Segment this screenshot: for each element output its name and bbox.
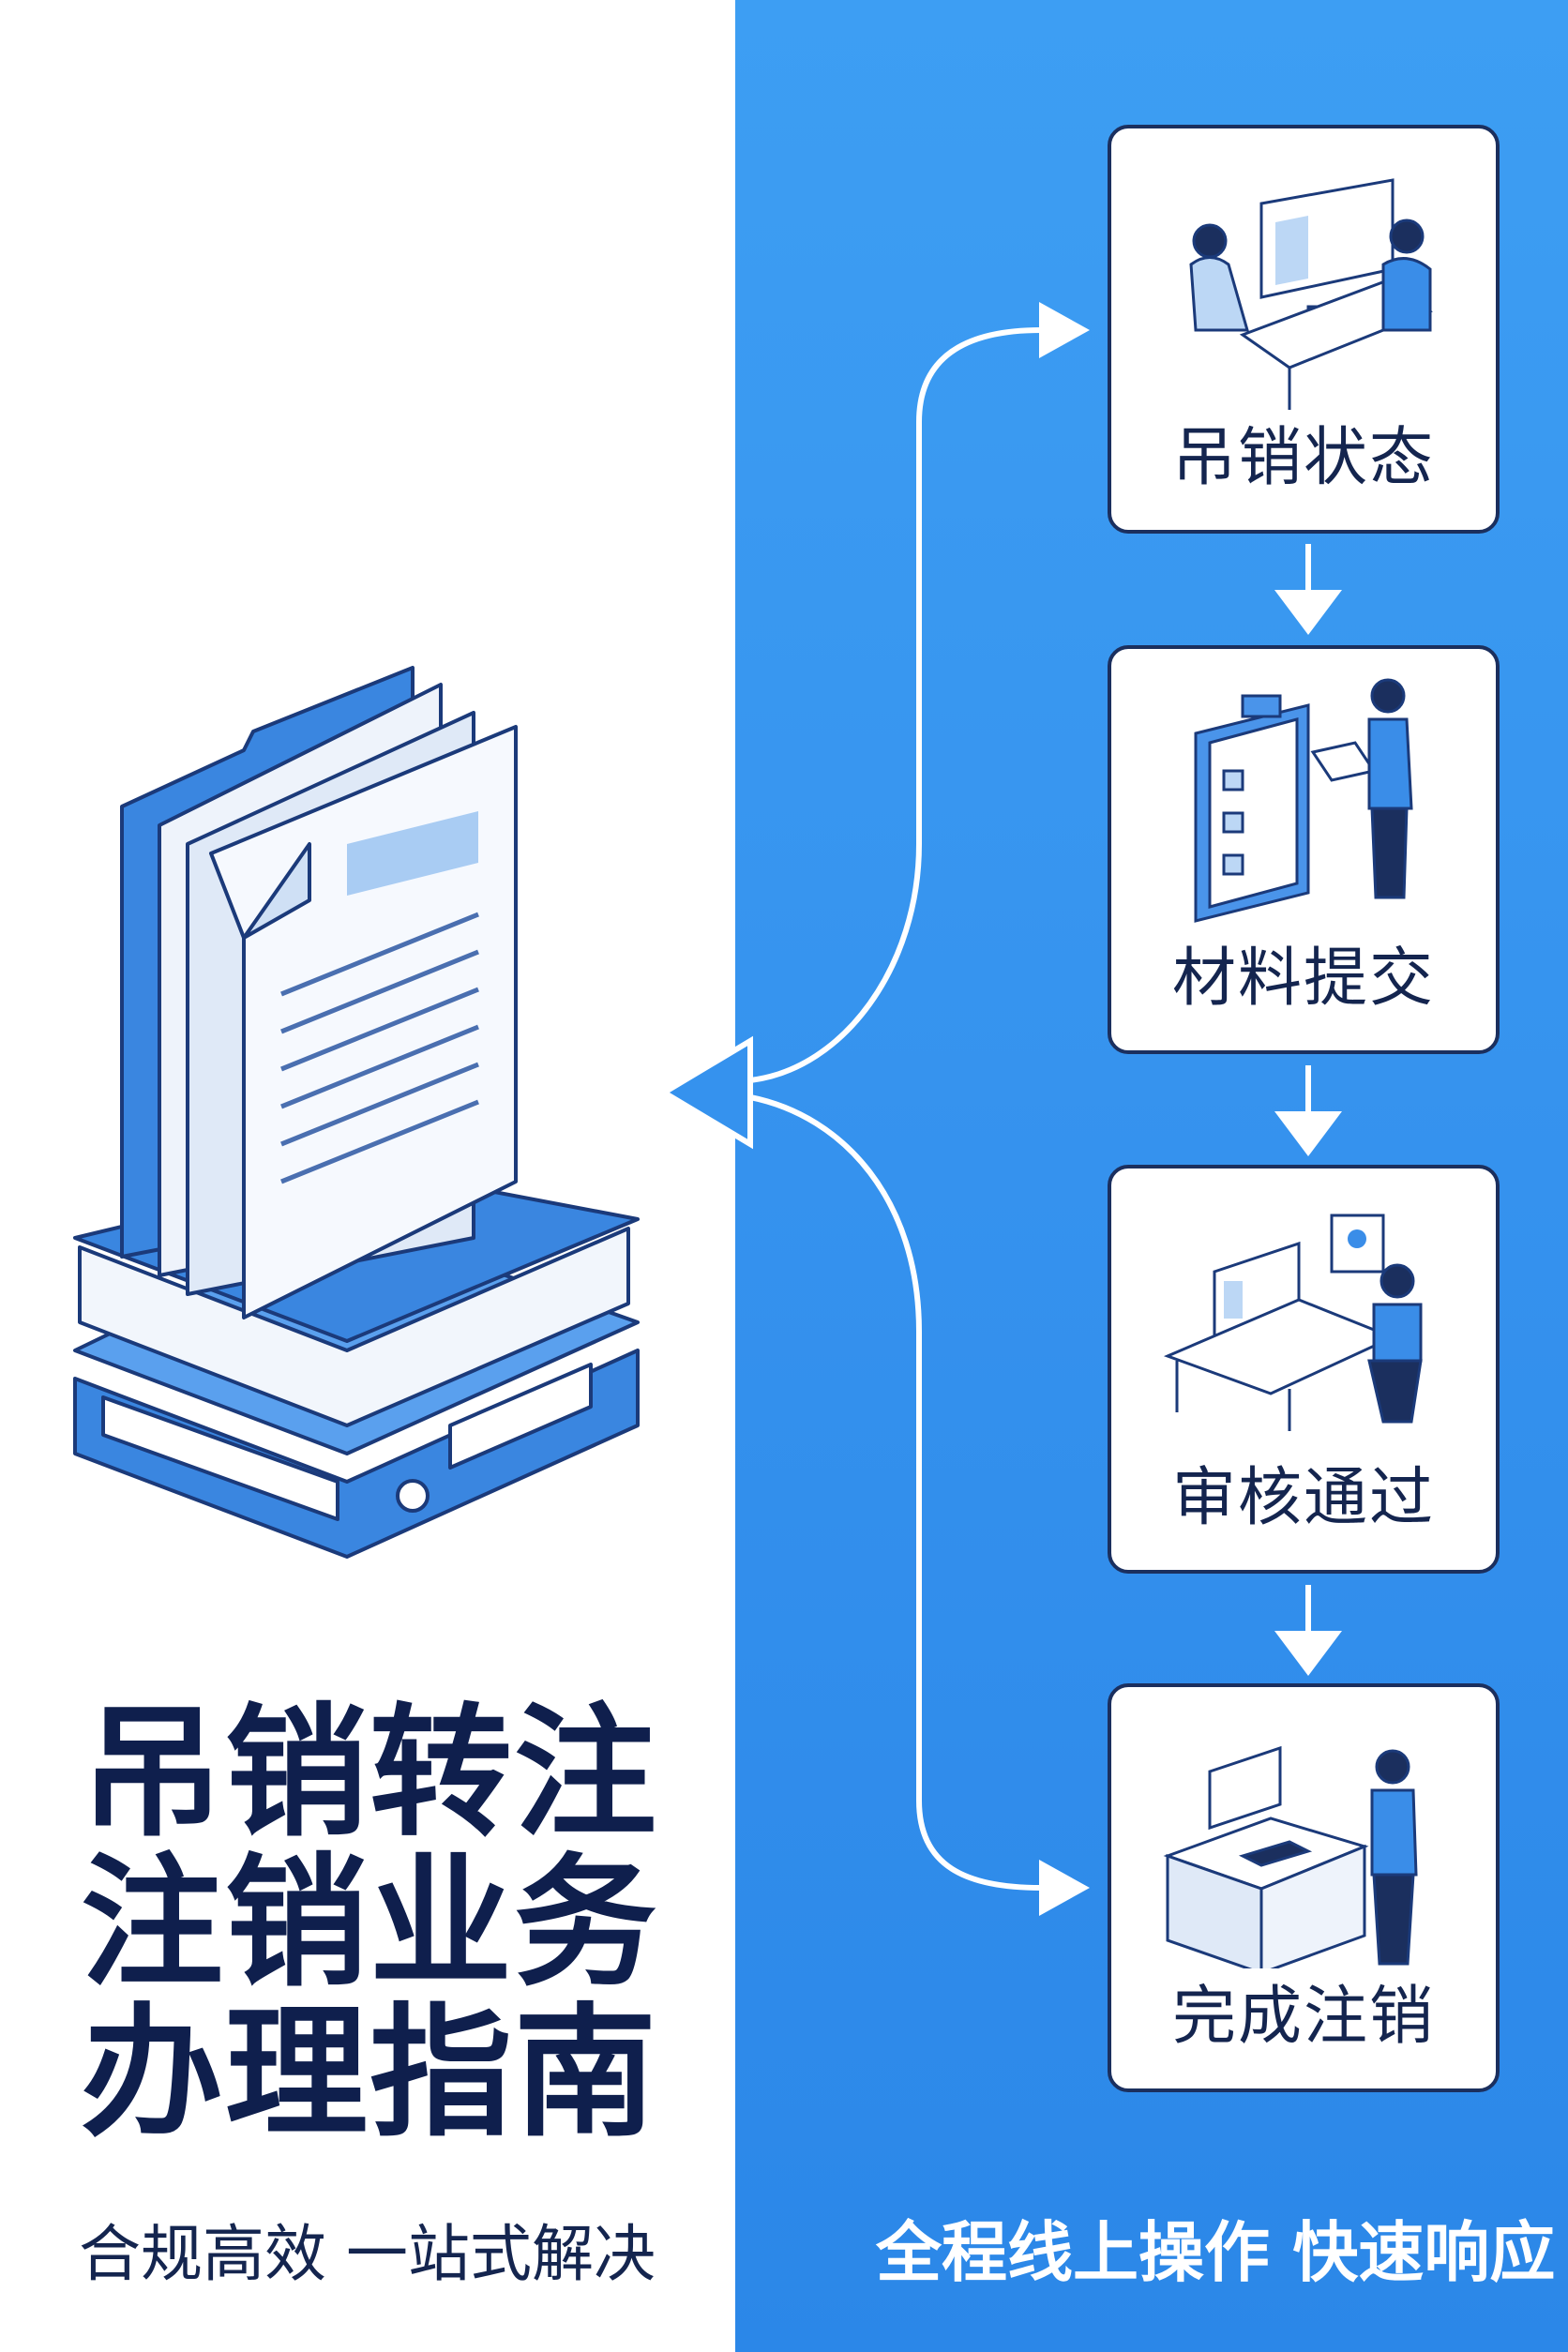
subtitle: 合规高效 一站式解决 — [79, 2218, 656, 2290]
arrowhead-top — [1039, 302, 1090, 358]
step-card-revoked-status: 吊销状态 — [1108, 125, 1500, 534]
service-counter-icon — [1163, 1745, 1418, 1968]
step-card-cancellation-complete: 完成注销 — [1108, 1683, 1500, 2092]
tagline: 全程线上操作 快速响应 — [876, 2214, 1556, 2291]
review-desk-icon — [1163, 1214, 1423, 1431]
title-line-3: 办理指南 — [81, 1990, 658, 2156]
step-card-review-approved: 审核通过 — [1108, 1165, 1500, 1574]
document-stack-illustration — [73, 666, 640, 1559]
step-card-submit-materials: 材料提交 — [1108, 645, 1500, 1054]
step-label: 吊销状态 — [1171, 421, 1435, 495]
clipboard-submit-icon — [1194, 678, 1413, 923]
title-line-1: 吊销转注 — [81, 1690, 658, 1856]
step-label: 材料提交 — [1171, 942, 1435, 1016]
branch-lines — [749, 327, 1042, 1891]
step-label: 审核通过 — [1171, 1461, 1435, 1535]
title-line-2: 注销业务 — [81, 1840, 658, 2006]
arrowhead-bottom — [1039, 1860, 1090, 1916]
consultation-icon — [1189, 178, 1433, 410]
left-arrowhead — [658, 1035, 753, 1150]
step-label: 完成注销 — [1171, 1980, 1435, 2054]
step-arrows — [1274, 544, 1342, 1676]
